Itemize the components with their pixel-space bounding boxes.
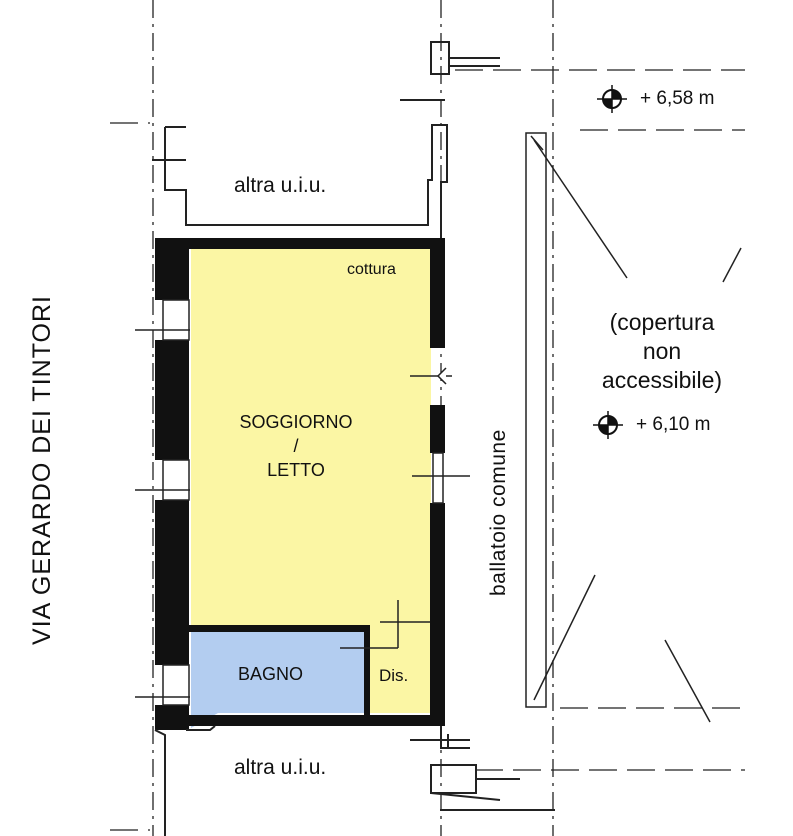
neighbor-unit-top [152, 41, 500, 240]
slash-label: / [293, 436, 299, 456]
letto-label: LETTO [267, 460, 325, 480]
disimpegno-area [368, 627, 431, 713]
living-room-area [191, 248, 431, 630]
bagno-label: BAGNO [238, 664, 304, 684]
elevation-lower-label: + 6,10 m [636, 414, 711, 435]
walls [155, 238, 445, 730]
cottura-label: cottura [347, 261, 396, 278]
ballatoio-openings [340, 367, 470, 649]
neighbor-unit-bottom [154, 725, 555, 836]
elevation-marker-upper [597, 85, 627, 113]
elevation-marker-lower [593, 411, 623, 439]
dis-label: Dis. [379, 666, 409, 685]
copertura-label-line2: non [642, 338, 682, 364]
copertura-label-line3: accessibile) [601, 367, 723, 393]
boundary-dashes [110, 69, 745, 831]
neighbor-unit-top-label: altra u.i.u. [234, 174, 327, 197]
roof-outline [525, 132, 742, 723]
soggiorno-label: SOGGIORNO [239, 412, 353, 432]
bathroom-area [191, 630, 368, 728]
elevation-upper-label: + 6,58 m [640, 88, 715, 109]
ballatoio-label: ballatoio comune [487, 429, 510, 596]
copertura-label-line1: (copertura [609, 309, 715, 335]
street-name-label: VIA GERARDO DEI TINTORI [28, 295, 56, 645]
neighbor-unit-bottom-label: altra u.i.u. [234, 756, 327, 779]
street-windows [135, 299, 190, 706]
